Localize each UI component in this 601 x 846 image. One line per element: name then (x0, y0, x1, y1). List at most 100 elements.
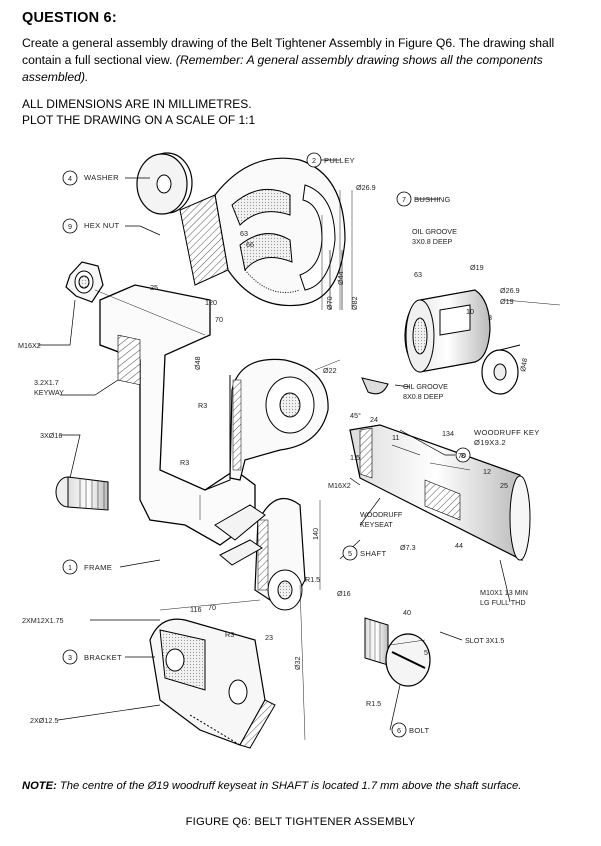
callout-oil-groove-b: OIL GROOVE (403, 382, 448, 391)
dim-22: Ø22 (323, 366, 337, 375)
balloon-6: 6 (397, 726, 401, 735)
dim-70-shaft: 70 (458, 451, 466, 460)
balloon-numbers: 4 9 2 7 8 5 1 3 6 (68, 156, 465, 735)
label-bracket: BRACKET (84, 653, 122, 662)
dim-48-frame: Ø48 (193, 356, 202, 370)
callout-keyway: KEYWAY (34, 388, 64, 397)
dim-45deg: 45° (350, 411, 361, 420)
requirement-units: ALL DIMENSIONS ARE IN MILLIMETRES. (22, 97, 252, 111)
belt-tightener-figure: 4 9 2 7 8 5 1 3 6 WASHER HEX NUT PULLEY … (18, 152, 561, 749)
pulley-part (179, 157, 346, 310)
callout-oil-groove-b-size: 8X0.8 DEEP (403, 392, 444, 401)
dim-12: 12 (483, 467, 491, 476)
callout-slot: SLOT 3X1.5 (465, 636, 504, 645)
dim-r1-5-b: R1.5 (366, 699, 381, 708)
balloon-7: 7 (402, 195, 406, 204)
callout-m10-thread: M10X1 13 MIN (480, 588, 528, 597)
dim-19b: Ø19 (500, 297, 514, 306)
leader-lines (38, 159, 511, 731)
dim-10: 10 (466, 307, 474, 316)
dim-25-frame: 25 (150, 283, 158, 292)
label-shaft: SHAFT (360, 549, 386, 558)
dim-5: 5 (424, 648, 428, 657)
dim-r3-c: R3 (225, 630, 234, 639)
dim-48-bushing: Ø48 (518, 357, 529, 372)
dim-44-shaft: 44 (455, 541, 463, 550)
callout-3-holes: 3XØ16 (40, 431, 62, 440)
callout-oil-groove-a: OIL GROOVE (412, 227, 457, 236)
callout-m10-thread-2: LG FULL THD (480, 598, 526, 607)
frame-part (99, 284, 329, 611)
dim-63-bush: 63 (414, 270, 422, 279)
dim-16: Ø16 (337, 589, 351, 598)
dim-70-bracket: 70 (208, 603, 216, 612)
requirements: ALL DIMENSIONS ARE IN MILLIMETRES. PLOT … (22, 96, 255, 128)
balloon-2: 2 (312, 156, 316, 165)
label-bushing: BUSHING (414, 195, 451, 204)
balloon-3: 3 (68, 653, 72, 662)
note-label: NOTE: (22, 780, 57, 792)
callout-shaft-thread: M16X2 (328, 481, 351, 490)
dim-32: Ø32 (293, 656, 302, 670)
question-instruction: Create a general assembly drawing of the… (22, 36, 555, 67)
callout-woodruff-keyseat-2: KEYSEAT (360, 520, 393, 529)
dim-120: 120 (205, 298, 217, 307)
dim-44: Ø44 (336, 271, 345, 285)
callout-keyway-size: 3.2X1.7 (34, 378, 59, 387)
label-frame: FRAME (84, 563, 112, 572)
threaded-stud-part (55, 476, 109, 511)
washer-part (136, 152, 193, 215)
label-bolt: BOLT (409, 726, 430, 735)
label-woodruff-key: WOODRUFF KEY (474, 428, 540, 437)
dim-1-5: 1.5 (350, 453, 360, 462)
callout-m16x2: M16X2 (18, 341, 41, 350)
balloon-4: 4 (68, 174, 72, 183)
hex-nut-part (65, 261, 104, 303)
dim-26-9: Ø26.9 (356, 183, 376, 192)
question-remember-note: (Remember: A general assembly drawing sh… (22, 53, 543, 84)
dim-140: 140 (311, 528, 320, 540)
balloon-9: 9 (68, 222, 72, 231)
callout-oil-groove-a-size: 3X0.8 DEEP (412, 237, 453, 246)
dim-25: 25 (500, 481, 508, 490)
part-labels: WASHER HEX NUT PULLEY BUSHING WOODRUFF K… (84, 156, 540, 735)
balloon-5: 5 (348, 549, 352, 558)
dim-24: 24 (370, 415, 378, 424)
figure-note: NOTE: The centre of the Ø19 woodruff key… (22, 780, 521, 792)
woodruff-key-part (361, 377, 389, 395)
requirement-scale: PLOT THE DRAWING ON A SCALE OF 1:1 (22, 113, 256, 127)
dim-3: 3 (488, 313, 492, 322)
dim-r3-a: R3 (198, 401, 207, 410)
callout-woodruff-keyseat: WOODRUFF (360, 510, 403, 519)
dim-11: 11 (392, 433, 399, 442)
dim-7-3: Ø7.3 (400, 543, 416, 552)
label-woodruff-key-spec: Ø19X3.2 (474, 438, 506, 447)
shaft-part (349, 424, 531, 561)
note-text: The centre of the Ø19 woodruff keyseat i… (59, 780, 522, 792)
dimension-lines (94, 190, 561, 741)
dim-70: Ø70 (325, 296, 334, 310)
callout-2-m12: 2XM12X1.75 (22, 616, 64, 625)
dim-134: 134 (442, 429, 454, 438)
label-hex-nut: HEX NUT (84, 221, 119, 230)
label-pulley: PULLEY (324, 156, 355, 165)
dim-70-frame: 70 (215, 315, 223, 324)
dim-63: 63 (240, 229, 248, 238)
dim-116: 116 (190, 605, 201, 614)
bushing-part (404, 289, 521, 395)
balloon-1: 1 (68, 563, 72, 572)
dim-26-9b: Ø26.9 (500, 286, 520, 295)
dim-r3-b: R3 (180, 458, 189, 467)
bolt-part (364, 617, 431, 687)
dim-23: 23 (265, 633, 273, 642)
question-body: Create a general assembly drawing of the… (22, 35, 580, 86)
dim-66: 66 (246, 240, 254, 249)
dim-82: Ø82 (350, 296, 359, 310)
figure-caption: FIGURE Q6: BELT TIGHTENER ASSEMBLY (185, 816, 416, 828)
question-title: QUESTION 6: (22, 10, 117, 26)
balloon-8: 8 (461, 451, 465, 460)
callout-2-holes: 2XØ12.5 (30, 716, 58, 725)
callout-notes: M16X2 3.2X1.7 KEYWAY 3XØ16 2XM12X1.75 2X… (18, 227, 528, 725)
dim-19: Ø19 (470, 263, 484, 272)
dim-40: 40 (403, 608, 411, 617)
